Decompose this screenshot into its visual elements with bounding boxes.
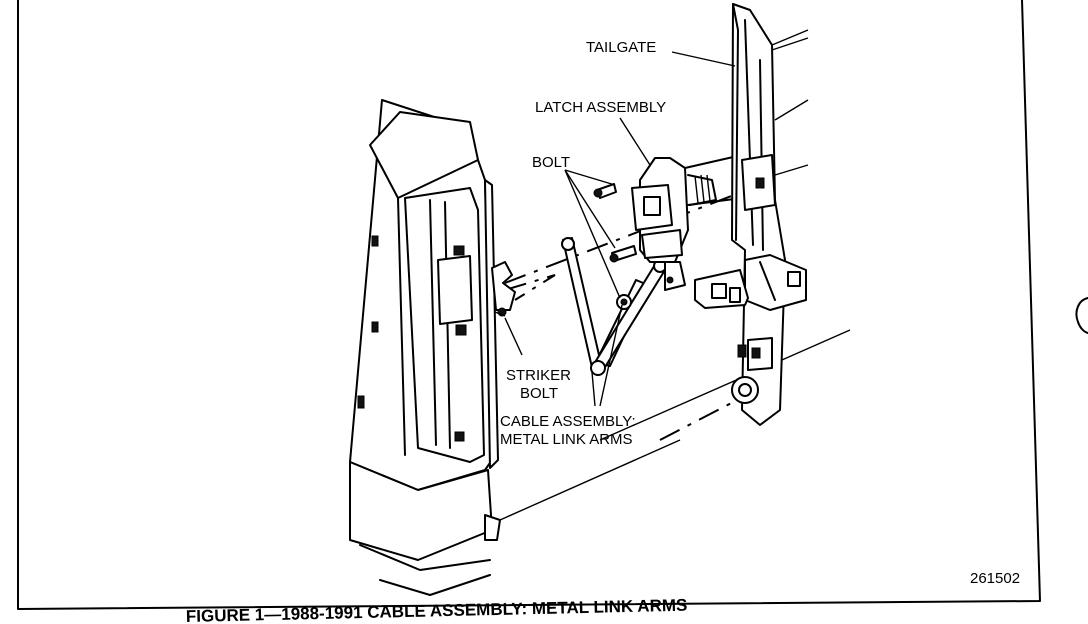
leader-lines xyxy=(504,51,736,407)
edge-circle xyxy=(1075,297,1088,334)
figure-caption: FIGURE 1—1988-1991 CABLE ASSEMBLY: METAL… xyxy=(186,596,688,624)
tailgate-part xyxy=(731,3,809,426)
bolt-label: BOLT xyxy=(532,154,570,171)
figure-number: 261502 xyxy=(970,570,1020,587)
striker-bolt-label-line1: STRIKER xyxy=(506,367,571,384)
tailgate-latch-plate xyxy=(694,269,749,309)
bolts xyxy=(593,183,637,263)
striker-bolt-label-line2: BOLT xyxy=(520,385,558,402)
frame-border xyxy=(17,0,1041,610)
cable-assembly-label-line2: METAL LINK ARMS xyxy=(500,431,633,448)
tailgate-label: TAILGATE xyxy=(586,39,656,56)
latch-assembly-part xyxy=(631,154,743,291)
truck-body-side xyxy=(349,99,501,596)
latch-assembly-label: LATCH ASSEMBLY xyxy=(535,99,666,116)
striker-bolt-part xyxy=(491,261,516,317)
metal-link-arms xyxy=(561,237,667,376)
cable-assembly-label-line1: CABLE ASSEMBLY: xyxy=(500,413,636,430)
